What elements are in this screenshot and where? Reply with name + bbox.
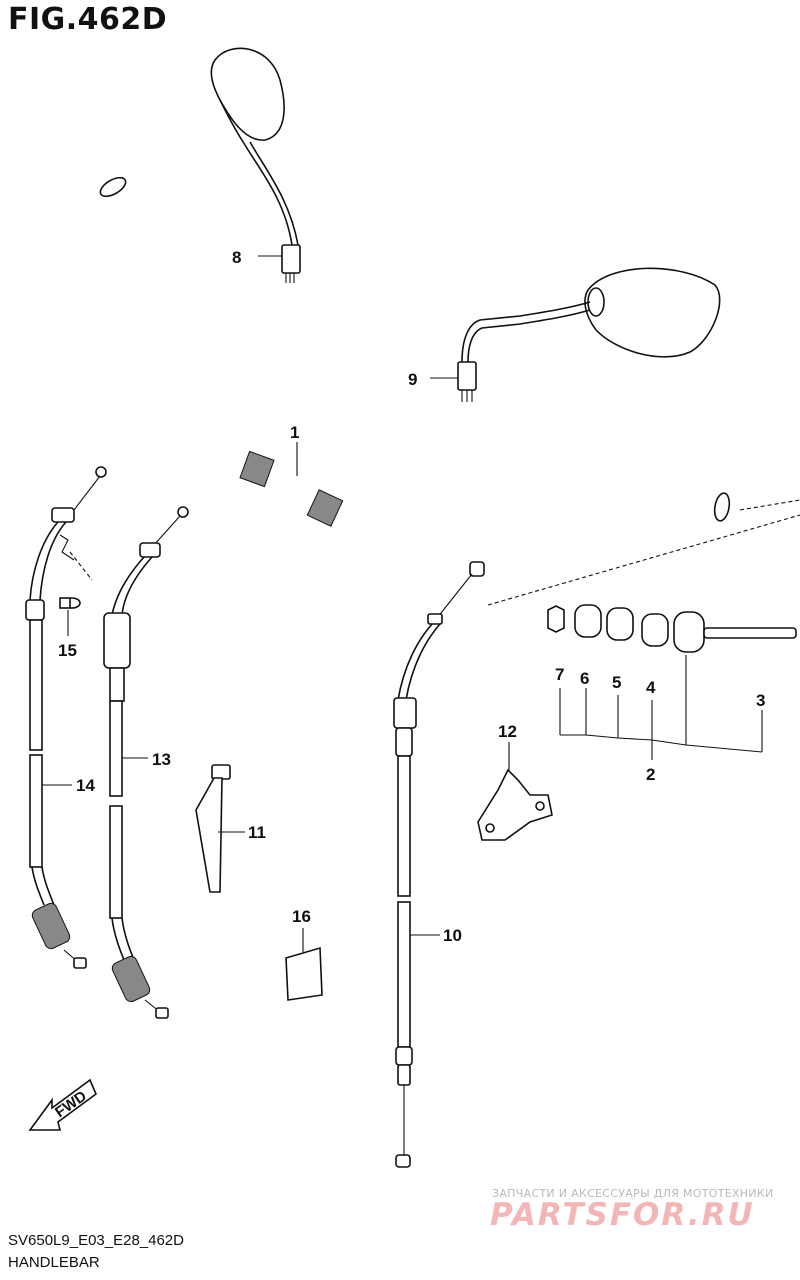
section-name: HANDLEBAR <box>8 1254 100 1271</box>
callout-4: 4 <box>646 678 656 697</box>
callout-1: 1 <box>290 423 299 442</box>
callout-7: 7 <box>555 665 564 684</box>
callout-3: 3 <box>756 691 765 710</box>
clamp-part[interactable] <box>195 764 231 893</box>
throttle-cable-13-part[interactable] <box>103 506 189 1019</box>
handlebar-part[interactable] <box>97 174 731 550</box>
watermark-tagline: ЗАПЧАСТИ И АКСЕССУАРЫ ДЛЯ МОТОТЕХНИКИ <box>492 1187 774 1200</box>
callout-5: 5 <box>612 673 621 692</box>
throttle-cable-14-part[interactable] <box>25 466 107 969</box>
mirror-left-part[interactable] <box>210 47 301 283</box>
forward-direction-arrow: FWD <box>28 1078 97 1131</box>
bar-end-assembly[interactable] <box>547 604 797 653</box>
mirror-right-part[interactable] <box>457 267 721 402</box>
callout-11: 11 <box>248 823 266 842</box>
callout-2: 2 <box>646 765 655 784</box>
callout-16: 16 <box>292 907 311 926</box>
figure-title: FIG.462D <box>8 2 168 37</box>
callout-10: 10 <box>443 926 462 945</box>
callout-6: 6 <box>580 669 589 688</box>
callout-12: 12 <box>498 722 517 741</box>
clutch-cable-part[interactable] <box>393 561 485 1168</box>
callout-13: 13 <box>152 750 171 769</box>
callout-14: 14 <box>76 776 95 795</box>
screw-part[interactable] <box>59 597 81 609</box>
callout-9: 9 <box>408 370 417 389</box>
watermark-logo: PARTSFOR.RU <box>490 1197 755 1233</box>
callout-15: 15 <box>58 641 77 660</box>
bracket-part[interactable] <box>477 768 553 841</box>
label-part[interactable] <box>285 946 323 1001</box>
figure-code: SV650L9_E03_E28_462D <box>8 1232 184 1249</box>
callout-8: 8 <box>232 248 241 267</box>
